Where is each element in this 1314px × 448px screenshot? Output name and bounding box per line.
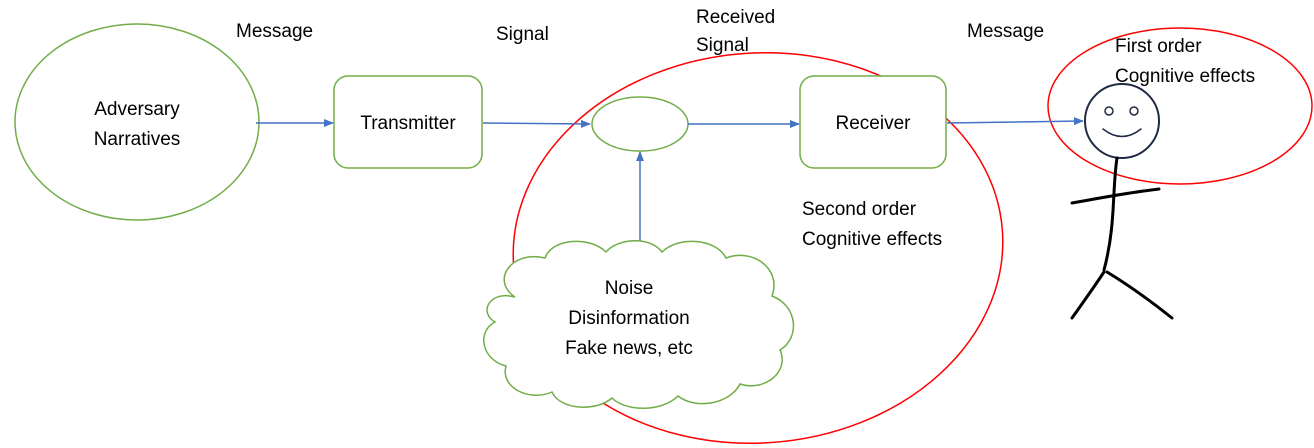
received-signal-label-line1: Received <box>696 7 775 28</box>
adversary-narratives-line1: Adversary <box>94 99 180 120</box>
person-left-eye <box>1104 106 1114 116</box>
noise-label-line2: Disinformation <box>568 308 689 329</box>
person-head <box>1084 83 1160 159</box>
channel-node <box>591 96 689 152</box>
arrow-transmitter-to-channel <box>482 119 591 128</box>
transmitter-node <box>333 75 483 169</box>
person-arms <box>1070 187 1161 205</box>
adversary-narratives-line2: Narratives <box>94 129 181 150</box>
message-label-right: Message <box>967 21 1044 42</box>
noise-cloud <box>483 240 795 409</box>
noise-label-line1: Noise <box>605 278 654 299</box>
second-order-label-line2: Cognitive effects <box>802 229 942 250</box>
first-order-effects-ellipse <box>1047 27 1313 185</box>
noise-label-line3: Fake news, etc <box>565 338 693 359</box>
person-body <box>1102 156 1119 272</box>
stick-figure-icon <box>1070 83 1174 320</box>
second-order-label-line1: Second order <box>802 199 917 220</box>
first-order-label-line2: Cognitive effects <box>1115 66 1255 87</box>
receiver-node <box>799 75 947 169</box>
person-right-leg <box>1105 270 1174 320</box>
first-order-label-line1: First order <box>1115 36 1202 57</box>
message-label-left: Message <box>236 21 313 42</box>
adversary-narratives-node <box>14 23 260 221</box>
person-right-eye <box>1129 106 1139 116</box>
arrow-receiver-to-person <box>946 117 1084 126</box>
receiver-label: Receiver <box>836 113 912 134</box>
person-smile <box>1102 128 1142 138</box>
signal-label: Signal <box>496 24 549 45</box>
received-signal-label-line2: Signal <box>696 35 749 56</box>
transmitter-label: Transmitter <box>360 113 456 134</box>
person-left-leg <box>1070 270 1106 320</box>
